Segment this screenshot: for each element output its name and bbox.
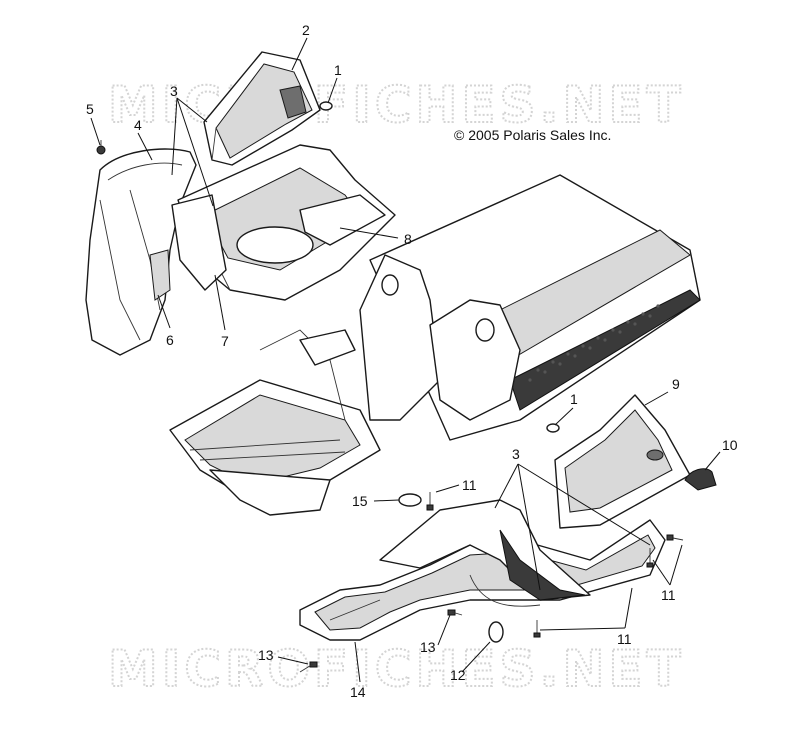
part-1-clip-lower <box>546 423 560 433</box>
callout-1-upper: 1 <box>334 62 342 78</box>
callout-2: 2 <box>302 22 310 38</box>
callout-9: 9 <box>672 376 680 392</box>
watermark-bottom: MICROFICHES.NET <box>108 640 685 698</box>
callout-10: 10 <box>722 437 738 453</box>
part-1-clip-upper <box>319 101 333 111</box>
callout-14: 14 <box>350 684 366 700</box>
copyright-text: © 2005 Polaris Sales Inc. <box>454 127 611 143</box>
part-11-fasteners <box>426 492 684 638</box>
callout-4: 4 <box>134 117 142 133</box>
part-10-knob <box>684 468 717 491</box>
callout-labels: 1 2 3 4 5 6 7 8 9 1 10 3 11 15 11 11 13 … <box>86 22 738 700</box>
callout-13-right: 13 <box>420 639 436 655</box>
part-9-side-panel <box>554 394 691 529</box>
watermark-top: MICROFICHES.NET <box>108 76 685 134</box>
callout-6: 6 <box>166 332 174 348</box>
callout-3-upper: 3 <box>170 83 178 99</box>
callout-5: 5 <box>86 101 94 117</box>
part-5-screw <box>96 140 106 155</box>
callout-11-bottom: 11 <box>617 631 632 647</box>
leader-lines <box>90 37 721 683</box>
part-12-plug <box>488 621 504 643</box>
callout-8: 8 <box>404 231 412 247</box>
callout-13-left: 13 <box>258 647 274 663</box>
part-13-screws <box>299 609 463 673</box>
callout-15: 15 <box>352 493 368 509</box>
chassis-tunnel <box>169 174 701 516</box>
callout-11-right: 11 <box>661 587 676 603</box>
part-2-side-panel <box>203 51 321 166</box>
callout-3-lower: 3 <box>512 446 520 462</box>
callout-1-lower: 1 <box>570 391 578 407</box>
callout-12: 12 <box>450 667 466 683</box>
part-7-8-inner-tub <box>171 144 396 301</box>
callout-11-top: 11 <box>462 477 477 493</box>
part-15-grommet <box>398 493 422 507</box>
part-4-side-shell <box>85 148 197 356</box>
callout-7: 7 <box>221 333 229 349</box>
